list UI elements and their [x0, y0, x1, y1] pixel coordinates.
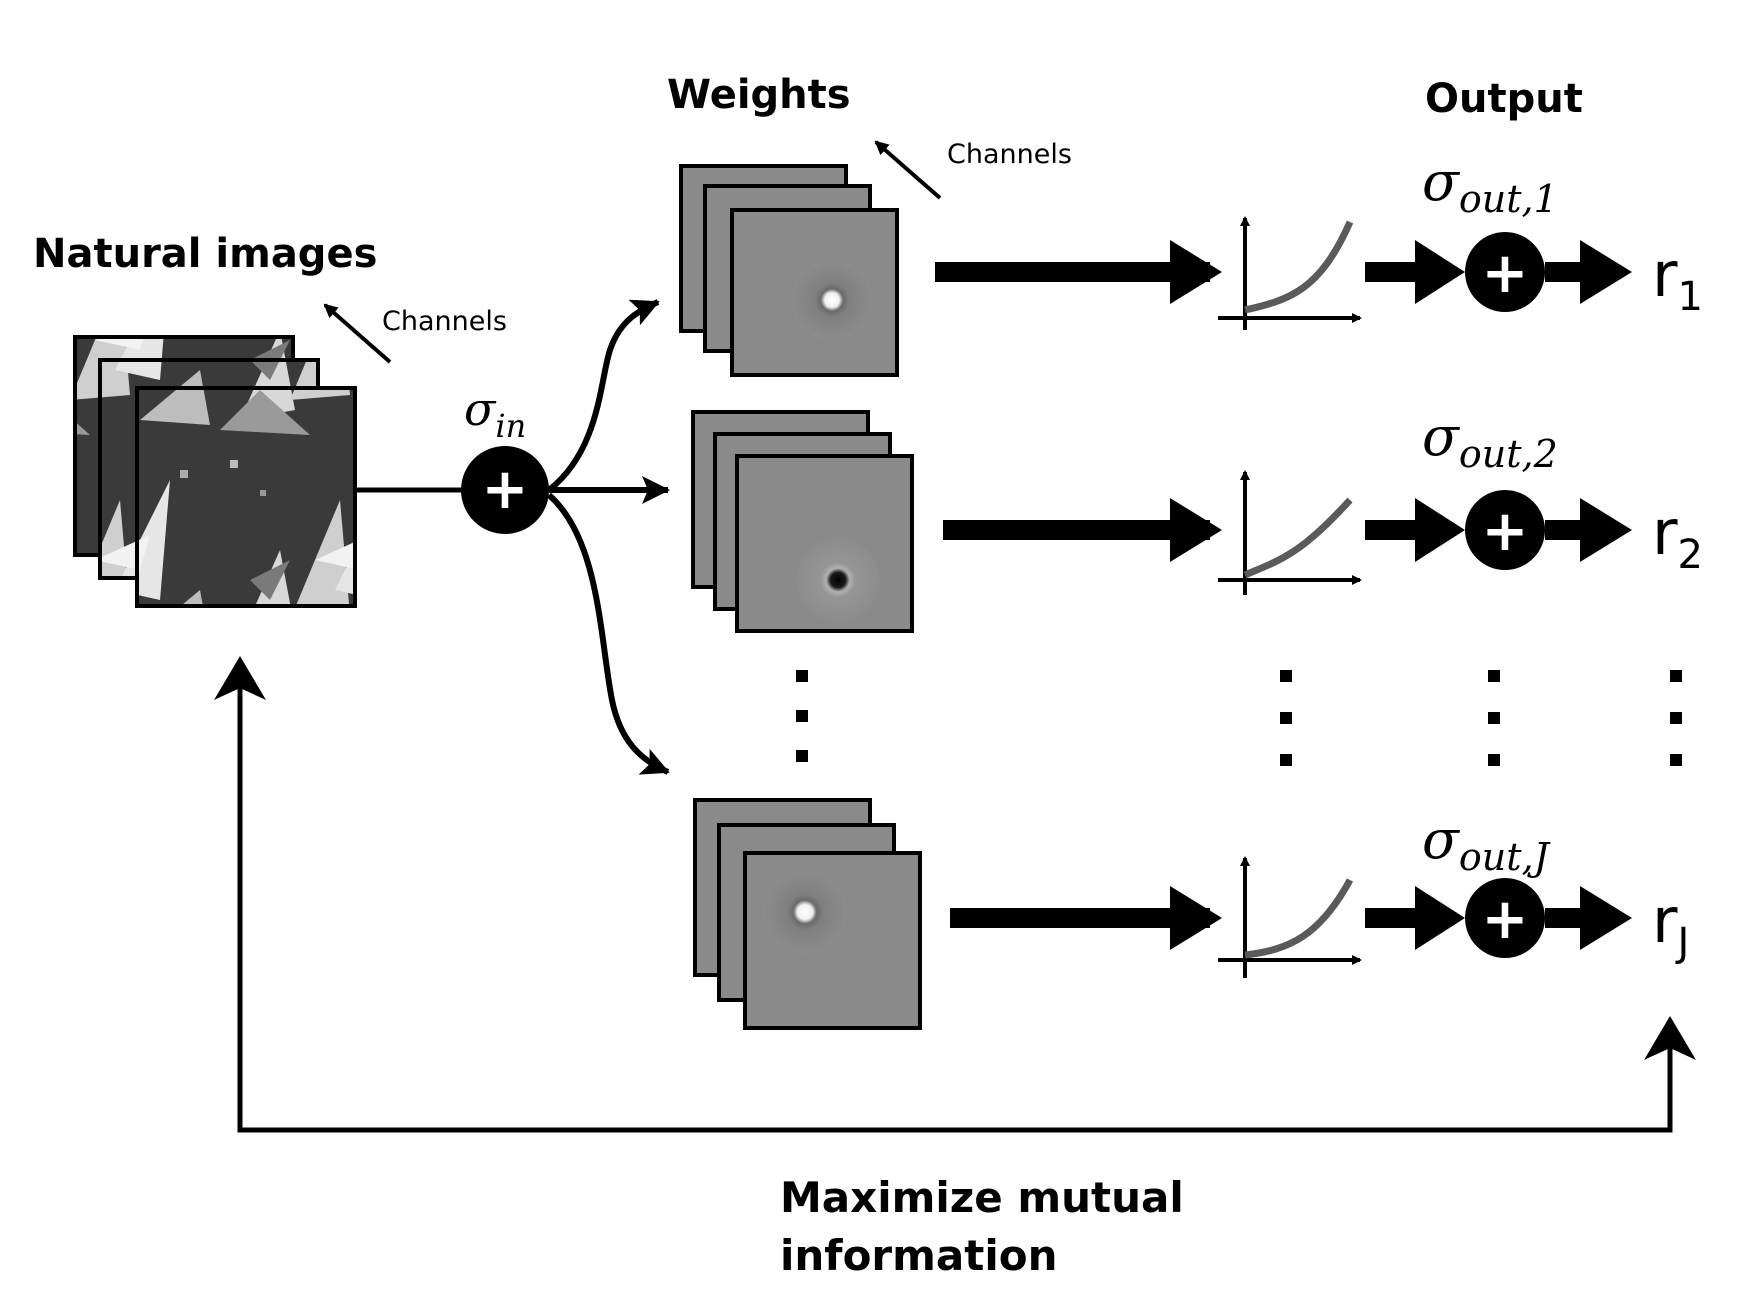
- output-row-1: + σout,1 r1: [935, 150, 1703, 330]
- filter-2-center: [796, 538, 880, 622]
- filter-stack-2: [691, 410, 914, 633]
- feedback-arrowhead-left: [214, 656, 266, 700]
- output-ellipsis: [1280, 670, 1682, 766]
- plus-icon: +: [482, 457, 529, 522]
- plus-icon: +: [1482, 499, 1529, 564]
- sigma-in-sub: in: [495, 407, 526, 445]
- plus-icon: +: [1482, 887, 1529, 952]
- feedback-loop-line: [237, 660, 1673, 1133]
- natural-image-layer: [135, 386, 357, 608]
- weights-label: Weights: [667, 72, 851, 118]
- sigma-out-label: σout,J: [1422, 808, 1551, 879]
- natural-images-label: Natural images: [33, 231, 377, 277]
- sigma-in-base: σ: [464, 382, 497, 436]
- filter-1-center: [792, 260, 872, 340]
- maximize-mi-label-line2: information: [780, 1231, 1057, 1280]
- sigma-out-label: σout,1: [1422, 150, 1558, 221]
- maximize-mi-label-line1: Maximize mutual: [780, 1173, 1184, 1222]
- sigma-in-label: σin: [464, 382, 526, 445]
- filter-ellipsis: [796, 670, 808, 762]
- output-label: Output: [1425, 76, 1583, 122]
- channels-label-weights: Channels: [947, 139, 1072, 170]
- nonlinearity-icon: [1218, 216, 1362, 330]
- response-label: r2: [1652, 496, 1703, 578]
- plus-circle-icon: [1465, 878, 1545, 958]
- natural-image-stack: [73, 335, 357, 608]
- channels-arrow-weights: [874, 140, 942, 200]
- output-row-j: + σout,J rJ: [950, 808, 1689, 978]
- feedback-arrowhead-right: [1644, 1016, 1696, 1060]
- plus-circle-icon: [1465, 490, 1545, 570]
- branch-arrow-1: [547, 299, 660, 493]
- response-label: r1: [1652, 238, 1703, 320]
- channels-arrow-input: [323, 303, 392, 364]
- sigma-out-label: σout,2: [1422, 405, 1558, 476]
- output-row-2: + σout,2 r2: [943, 405, 1703, 595]
- filter-j-center: [763, 870, 847, 954]
- plus-circle-icon: [1465, 232, 1545, 312]
- nonlinearity-icon: [1218, 856, 1362, 978]
- response-label: rJ: [1652, 884, 1689, 966]
- channels-label-input: Channels: [382, 306, 507, 337]
- filter-stack-1: [679, 164, 899, 377]
- plus-icon: +: [1482, 241, 1529, 306]
- branch-arrow-j: [547, 492, 670, 775]
- nonlinearity-icon: [1218, 470, 1362, 595]
- plus-circle-icon: [461, 446, 549, 534]
- input-noise-node: +: [461, 446, 549, 534]
- filter-stack-j: [693, 798, 922, 1030]
